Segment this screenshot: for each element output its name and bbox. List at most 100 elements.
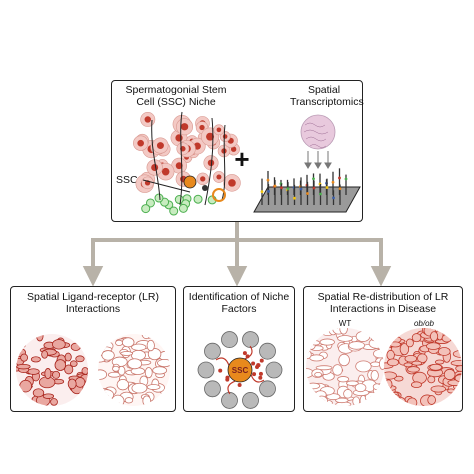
tissue-cell bbox=[141, 334, 151, 340]
tissue-cell bbox=[307, 333, 317, 340]
tissue-cell bbox=[384, 328, 395, 337]
germ-cell-nucleus bbox=[216, 174, 222, 180]
tissue-cell bbox=[332, 364, 343, 376]
tissue-cell bbox=[309, 354, 324, 362]
spatial-transcriptomics-title: Spatial Transcriptomics bbox=[290, 84, 364, 108]
tissue-cell bbox=[437, 347, 451, 356]
probe-dot bbox=[344, 177, 348, 181]
tissue-cell bbox=[411, 360, 423, 366]
factor-dot bbox=[251, 361, 256, 366]
tissue-cell bbox=[348, 341, 366, 350]
tissue-cell bbox=[354, 383, 367, 393]
tissue-cell bbox=[120, 351, 134, 356]
panel-niche-factors-title: Identification of Niche Factors bbox=[188, 291, 290, 315]
tissue-cell bbox=[112, 365, 120, 372]
tissue-cell bbox=[343, 389, 353, 399]
tissue-cell bbox=[163, 402, 170, 406]
tissue-cell bbox=[427, 395, 436, 405]
interstitial-cell bbox=[169, 206, 179, 216]
tissue-cell bbox=[164, 334, 170, 340]
factor-dot bbox=[258, 375, 263, 380]
tissue-cell bbox=[146, 339, 155, 352]
tissue-cell bbox=[64, 352, 72, 362]
factor-dot bbox=[258, 371, 263, 376]
germ-cell-nucleus bbox=[144, 116, 151, 123]
probe-dot bbox=[312, 177, 315, 181]
probe-dot bbox=[338, 187, 342, 191]
probe-dot bbox=[293, 196, 296, 200]
tissue-cell bbox=[454, 374, 462, 383]
niche-cell bbox=[242, 331, 259, 348]
tissue-cell bbox=[452, 350, 462, 358]
ring-cells bbox=[197, 331, 283, 409]
interstitial-cell bbox=[193, 194, 203, 204]
tissue-cell bbox=[142, 395, 152, 406]
ssc-label: SSC bbox=[116, 174, 138, 186]
tissue-cell bbox=[147, 348, 162, 361]
tissue-cell bbox=[407, 366, 420, 373]
tissue-cell bbox=[337, 376, 350, 383]
tissue-cell bbox=[346, 380, 359, 386]
factor-dots bbox=[215, 345, 265, 395]
tissue-cell bbox=[41, 350, 49, 359]
niche-cell bbox=[259, 380, 276, 398]
tissue-cell bbox=[430, 331, 439, 342]
tissue-cell bbox=[146, 384, 161, 390]
center-ssc-label: SSC bbox=[231, 366, 249, 375]
tissue-cell bbox=[443, 368, 456, 381]
germ-cell-nucleus bbox=[200, 176, 206, 182]
tissue-cell bbox=[454, 328, 462, 335]
tissue-cell bbox=[368, 328, 376, 337]
tissue-cell bbox=[447, 379, 462, 386]
niche-cell bbox=[259, 342, 276, 360]
tissue-cell bbox=[27, 368, 40, 375]
dark-cell bbox=[202, 185, 208, 191]
interstitial-cell bbox=[141, 204, 151, 214]
signaling-line bbox=[244, 345, 253, 360]
tissue-cell bbox=[430, 385, 447, 393]
tissue-cell bbox=[372, 383, 382, 391]
tissue-cell bbox=[121, 337, 135, 348]
germ-cell-nucleus bbox=[230, 146, 237, 152]
tissue-section bbox=[300, 114, 336, 150]
tissue-cell bbox=[339, 328, 348, 335]
tissue-cell bbox=[399, 343, 410, 356]
tissue-cell bbox=[131, 343, 147, 351]
tissue-cell bbox=[384, 328, 391, 336]
tissue-cell bbox=[19, 379, 32, 393]
niche-cell bbox=[242, 392, 259, 409]
tissue-cell bbox=[455, 365, 462, 372]
factor-dot bbox=[237, 382, 242, 387]
niche-cell bbox=[204, 342, 221, 360]
tissue-cell bbox=[54, 359, 66, 371]
tissue-cell bbox=[115, 403, 123, 406]
tissue-cell bbox=[32, 388, 45, 398]
down-arrows bbox=[304, 151, 332, 169]
germ-cell-nucleus bbox=[175, 162, 183, 170]
niche-factor-diagram bbox=[197, 331, 283, 409]
niche-cell bbox=[221, 331, 238, 348]
tissue-cell bbox=[453, 337, 462, 344]
factor-dot bbox=[252, 372, 257, 377]
tissue-cell bbox=[100, 334, 115, 341]
center-ssc-cell bbox=[227, 357, 253, 383]
tissue-cell bbox=[355, 360, 372, 373]
tissue-cell bbox=[441, 334, 452, 343]
tissue-cell bbox=[434, 359, 445, 365]
niche-cell bbox=[197, 361, 215, 379]
panel-niche-factors bbox=[183, 286, 295, 412]
tissue-texture bbox=[303, 122, 329, 148]
tissue-cell bbox=[127, 358, 143, 370]
tissue-cell bbox=[417, 353, 428, 364]
ring-cell bbox=[212, 188, 226, 202]
factor-dot bbox=[225, 375, 230, 380]
tissue-cell bbox=[379, 358, 384, 370]
tissue-cell bbox=[447, 388, 455, 394]
tissue-cell bbox=[406, 397, 418, 406]
tissue-cell bbox=[384, 379, 393, 390]
signaling-line bbox=[250, 374, 265, 383]
tissue-cell bbox=[370, 361, 381, 368]
tissue-cell bbox=[306, 350, 312, 360]
tissue-cell bbox=[64, 364, 74, 375]
